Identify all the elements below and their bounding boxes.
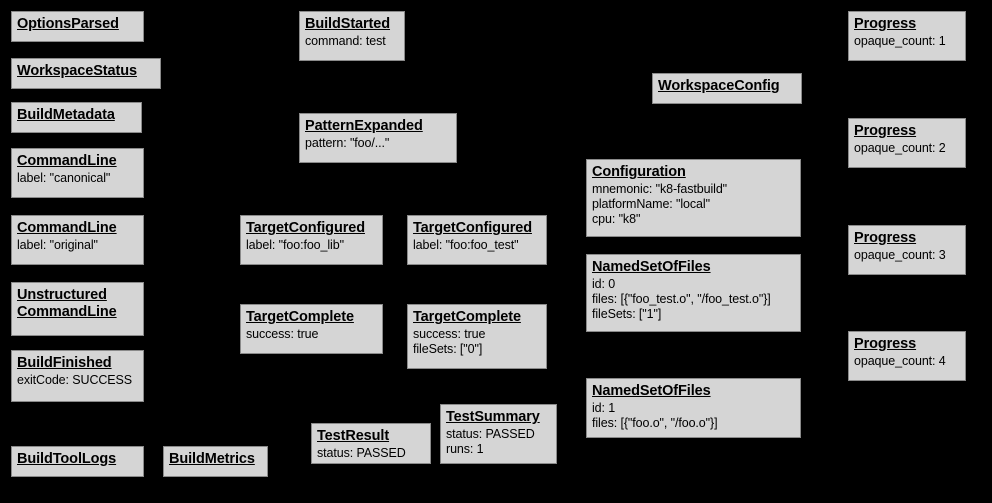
node-field: success: true [413,327,486,341]
node-target-configured-foo-test[interactable]: TargetConfigured label: "foo:foo_test" [407,215,547,265]
node-field: platformName: "local" [592,197,710,211]
node-field: label: "original" [17,238,98,252]
node-field: success: true [246,327,319,341]
node-field: status: PASSED [446,427,535,441]
node-build-metrics[interactable]: BuildMetrics [163,446,268,477]
node-workspace-status[interactable]: WorkspaceStatus [11,58,161,89]
node-field: label: "canonical" [17,171,111,185]
node-command-line-original[interactable]: CommandLine label: "original" [11,215,144,265]
node-field: exitCode: SUCCESS [17,373,133,387]
node-field: id: 1 [592,401,616,415]
node-fields: command: test [305,34,399,49]
node-fields: label: "foo:foo_test" [413,238,541,253]
node-fields: opaque_count: 2 [854,141,960,156]
node-field: mnemonic: "k8-fastbuild" [592,182,728,196]
node-title: NamedSetOfFiles [592,383,711,399]
node-title: CommandLine [17,220,117,236]
node-title: TestResult [317,428,390,444]
node-field: opaque_count: 2 [854,141,946,155]
node-title: BuildStarted [305,16,391,32]
node-title: CommandLine [17,153,117,169]
node-progress-3[interactable]: Progress opaque_count: 3 [848,225,966,275]
node-field: pattern: "foo/..." [305,136,390,150]
node-title: NamedSetOfFiles [592,259,711,275]
node-title: TargetConfigured [246,220,365,236]
node-field: label: "foo:foo_lib" [246,238,344,252]
node-fields: label: "canonical" [17,171,138,186]
node-field: files: [{"foo_test.o", "/foo_test.o"}] [592,292,771,306]
node-field: opaque_count: 4 [854,354,946,368]
node-title: BuildToolLogs [17,451,117,467]
node-title: BuildMetrics [169,451,255,467]
node-build-tool-logs[interactable]: BuildToolLogs [11,446,144,477]
node-title: Configuration [592,164,686,180]
node-title: WorkspaceStatus [17,63,137,79]
node-fields: opaque_count: 1 [854,34,960,49]
node-fields: exitCode: SUCCESS [17,373,138,388]
node-workspace-config[interactable]: WorkspaceConfig [652,73,802,104]
node-field: opaque_count: 3 [854,248,946,262]
node-fields: opaque_count: 3 [854,248,960,263]
node-title: TestSummary [446,409,540,425]
node-configuration[interactable]: Configuration mnemonic: "k8-fastbuild"pla… [586,159,801,237]
node-fields: mnemonic: "k8-fastbuild"platformName: "l… [592,182,795,227]
node-field: status: PASSED [317,446,406,460]
node-title: PatternExpanded [305,118,423,134]
node-fields: status: PASSED [317,446,425,461]
node-field: label: "foo:foo_test" [413,238,519,252]
node-title: BuildMetadata [17,107,115,123]
node-fields: label: "foo:foo_lib" [246,238,377,253]
node-target-complete-foo-lib[interactable]: TargetComplete success: true [240,304,383,354]
node-target-configured-foo-lib[interactable]: TargetConfigured label: "foo:foo_lib" [240,215,383,265]
node-fields: pattern: "foo/..." [305,136,451,151]
node-field: id: 0 [592,277,616,291]
node-field: cpu: "k8" [592,212,641,226]
node-field: runs: 1 [446,442,484,456]
node-title: Progress [854,230,917,246]
node-title: TargetComplete [413,309,521,325]
node-build-metadata[interactable]: BuildMetadata [11,102,142,133]
node-title: BuildFinished [17,355,112,371]
node-command-line-canonical[interactable]: CommandLine label: "canonical" [11,148,144,198]
node-title: OptionsParsed [17,16,119,32]
node-unstructured-command-line[interactable]: Unstructured CommandLine [11,282,144,336]
node-title: WorkspaceConfig [658,78,780,94]
node-test-result[interactable]: TestResult status: PASSED [311,423,431,464]
node-title: TargetComplete [246,309,354,325]
node-build-started[interactable]: BuildStarted command: test [299,11,405,61]
node-title: Progress [854,16,917,32]
node-fields: opaque_count: 4 [854,354,960,369]
node-options-parsed[interactable]: OptionsParsed [11,11,144,42]
node-title: Progress [854,123,917,139]
node-progress-1[interactable]: Progress opaque_count: 1 [848,11,966,61]
node-progress-4[interactable]: Progress opaque_count: 4 [848,331,966,381]
node-pattern-expanded[interactable]: PatternExpanded pattern: "foo/..." [299,113,457,163]
node-field: fileSets: ["0"] [413,342,483,356]
node-fields: success: true [246,327,377,342]
node-title: TargetConfigured [413,220,532,236]
node-field: fileSets: ["1"] [592,307,662,321]
node-progress-2[interactable]: Progress opaque_count: 2 [848,118,966,168]
node-fields: label: "original" [17,238,138,253]
node-build-finished[interactable]: BuildFinished exitCode: SUCCESS [11,350,144,402]
node-field: command: test [305,34,386,48]
node-field: files: [{"foo.o", "/foo.o"}] [592,416,718,430]
node-title: Progress [854,336,917,352]
node-field: opaque_count: 1 [854,34,946,48]
node-title: Unstructured CommandLine [17,287,117,320]
